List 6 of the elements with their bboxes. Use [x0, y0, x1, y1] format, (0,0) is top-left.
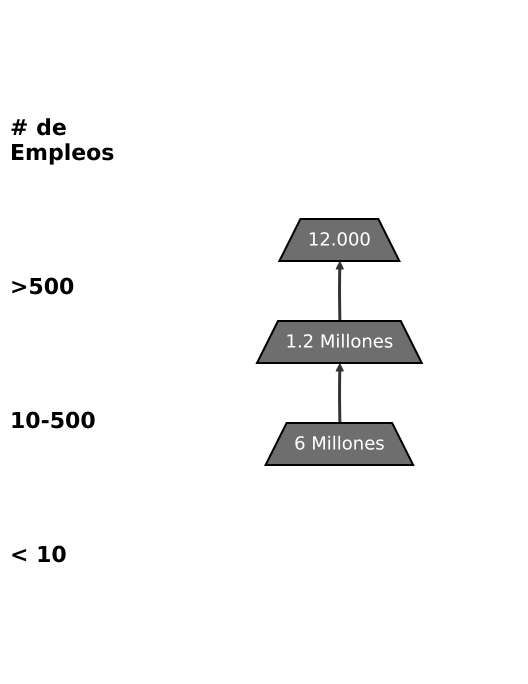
- size-label: >500: [10, 275, 76, 300]
- arrow: [334, 261, 344, 322]
- size-label: < 10: [10, 542, 68, 568]
- size-label: 10-500: [10, 408, 97, 434]
- column-heading: # de Empleos: [10, 116, 116, 166]
- arrow: [334, 363, 344, 424]
